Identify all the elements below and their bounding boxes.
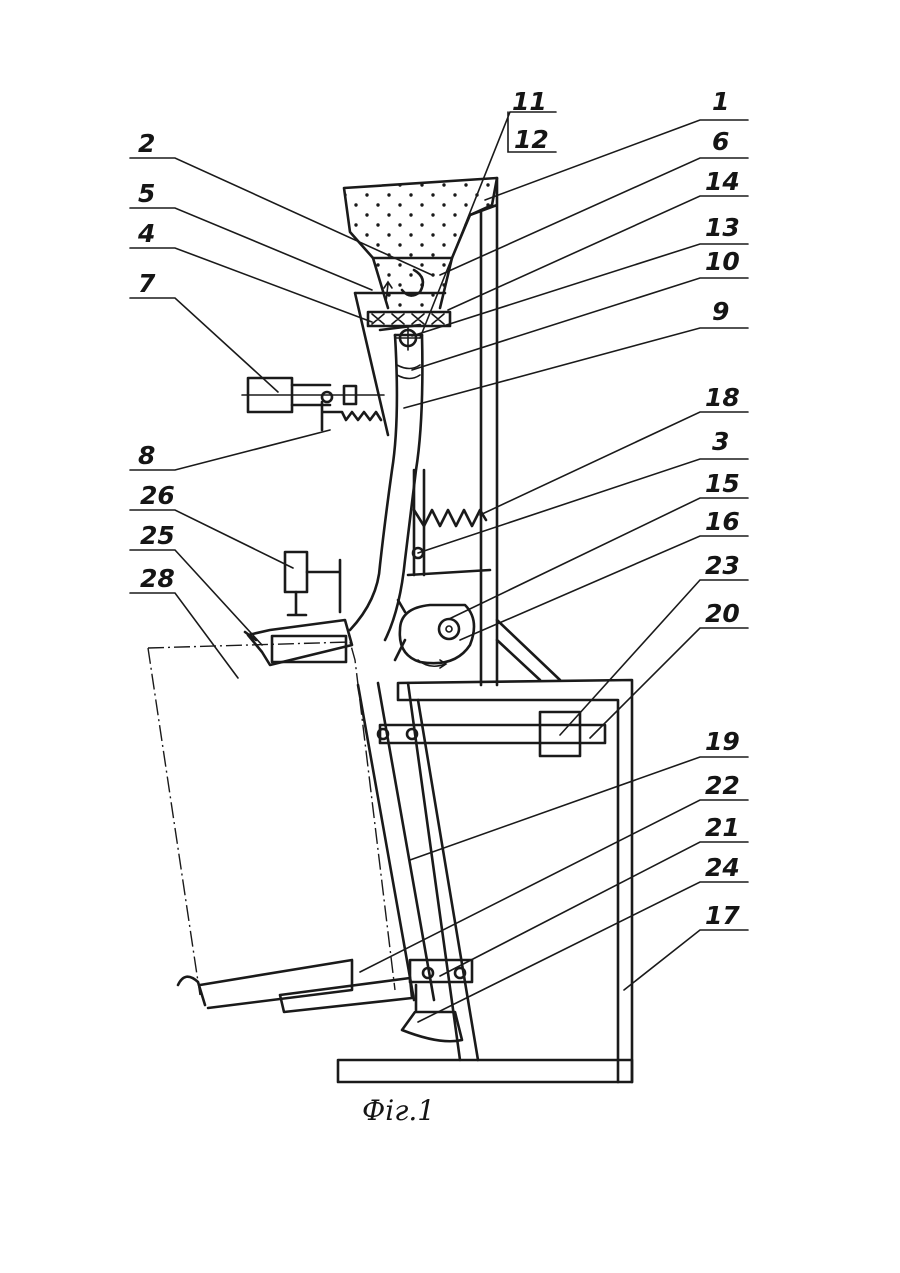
pulley-drive (395, 600, 474, 668)
callout-18: 18 (705, 383, 740, 412)
callout-8: 8 (138, 441, 155, 470)
callout-15: 15 (705, 469, 740, 498)
callout-25: 25 (140, 521, 175, 550)
callout-28: 28 (140, 564, 175, 593)
callout-17: 17 (705, 901, 740, 930)
callout-6: 6 (712, 127, 729, 156)
bag (148, 642, 395, 1008)
dosing-tube (350, 325, 422, 640)
callout-19: 19 (705, 727, 740, 756)
callout-2: 2 (138, 129, 155, 158)
bag-clamp (245, 552, 352, 665)
callout-12: 12 (514, 125, 549, 154)
bottom-carriage (280, 960, 472, 1041)
callout-4: 4 (137, 219, 155, 248)
callout-26: 26 (140, 481, 175, 510)
callout-5: 5 (138, 179, 155, 208)
dispenser (355, 293, 450, 435)
callout-11: 11 (512, 87, 547, 116)
callout-16: 16 (705, 507, 740, 536)
callout-7: 7 (138, 269, 156, 298)
callout-24: 24 (705, 853, 740, 882)
spring-18 (408, 470, 490, 575)
callout-10: 10 (705, 247, 740, 276)
callout-21: 21 (705, 813, 740, 842)
callout-14: 14 (705, 167, 740, 196)
callout-9: 9 (712, 297, 729, 326)
figure-caption: Фіг.1 (362, 1094, 435, 1127)
frame-post (470, 178, 560, 685)
callout-23: 23 (705, 551, 740, 580)
drive-7 (242, 378, 384, 430)
callout-20: 20 (705, 599, 740, 628)
callout-13: 13 (705, 213, 740, 242)
callout-1: 1 (712, 87, 729, 116)
callout-22: 22 (705, 771, 740, 800)
callout-3: 3 (712, 427, 729, 456)
